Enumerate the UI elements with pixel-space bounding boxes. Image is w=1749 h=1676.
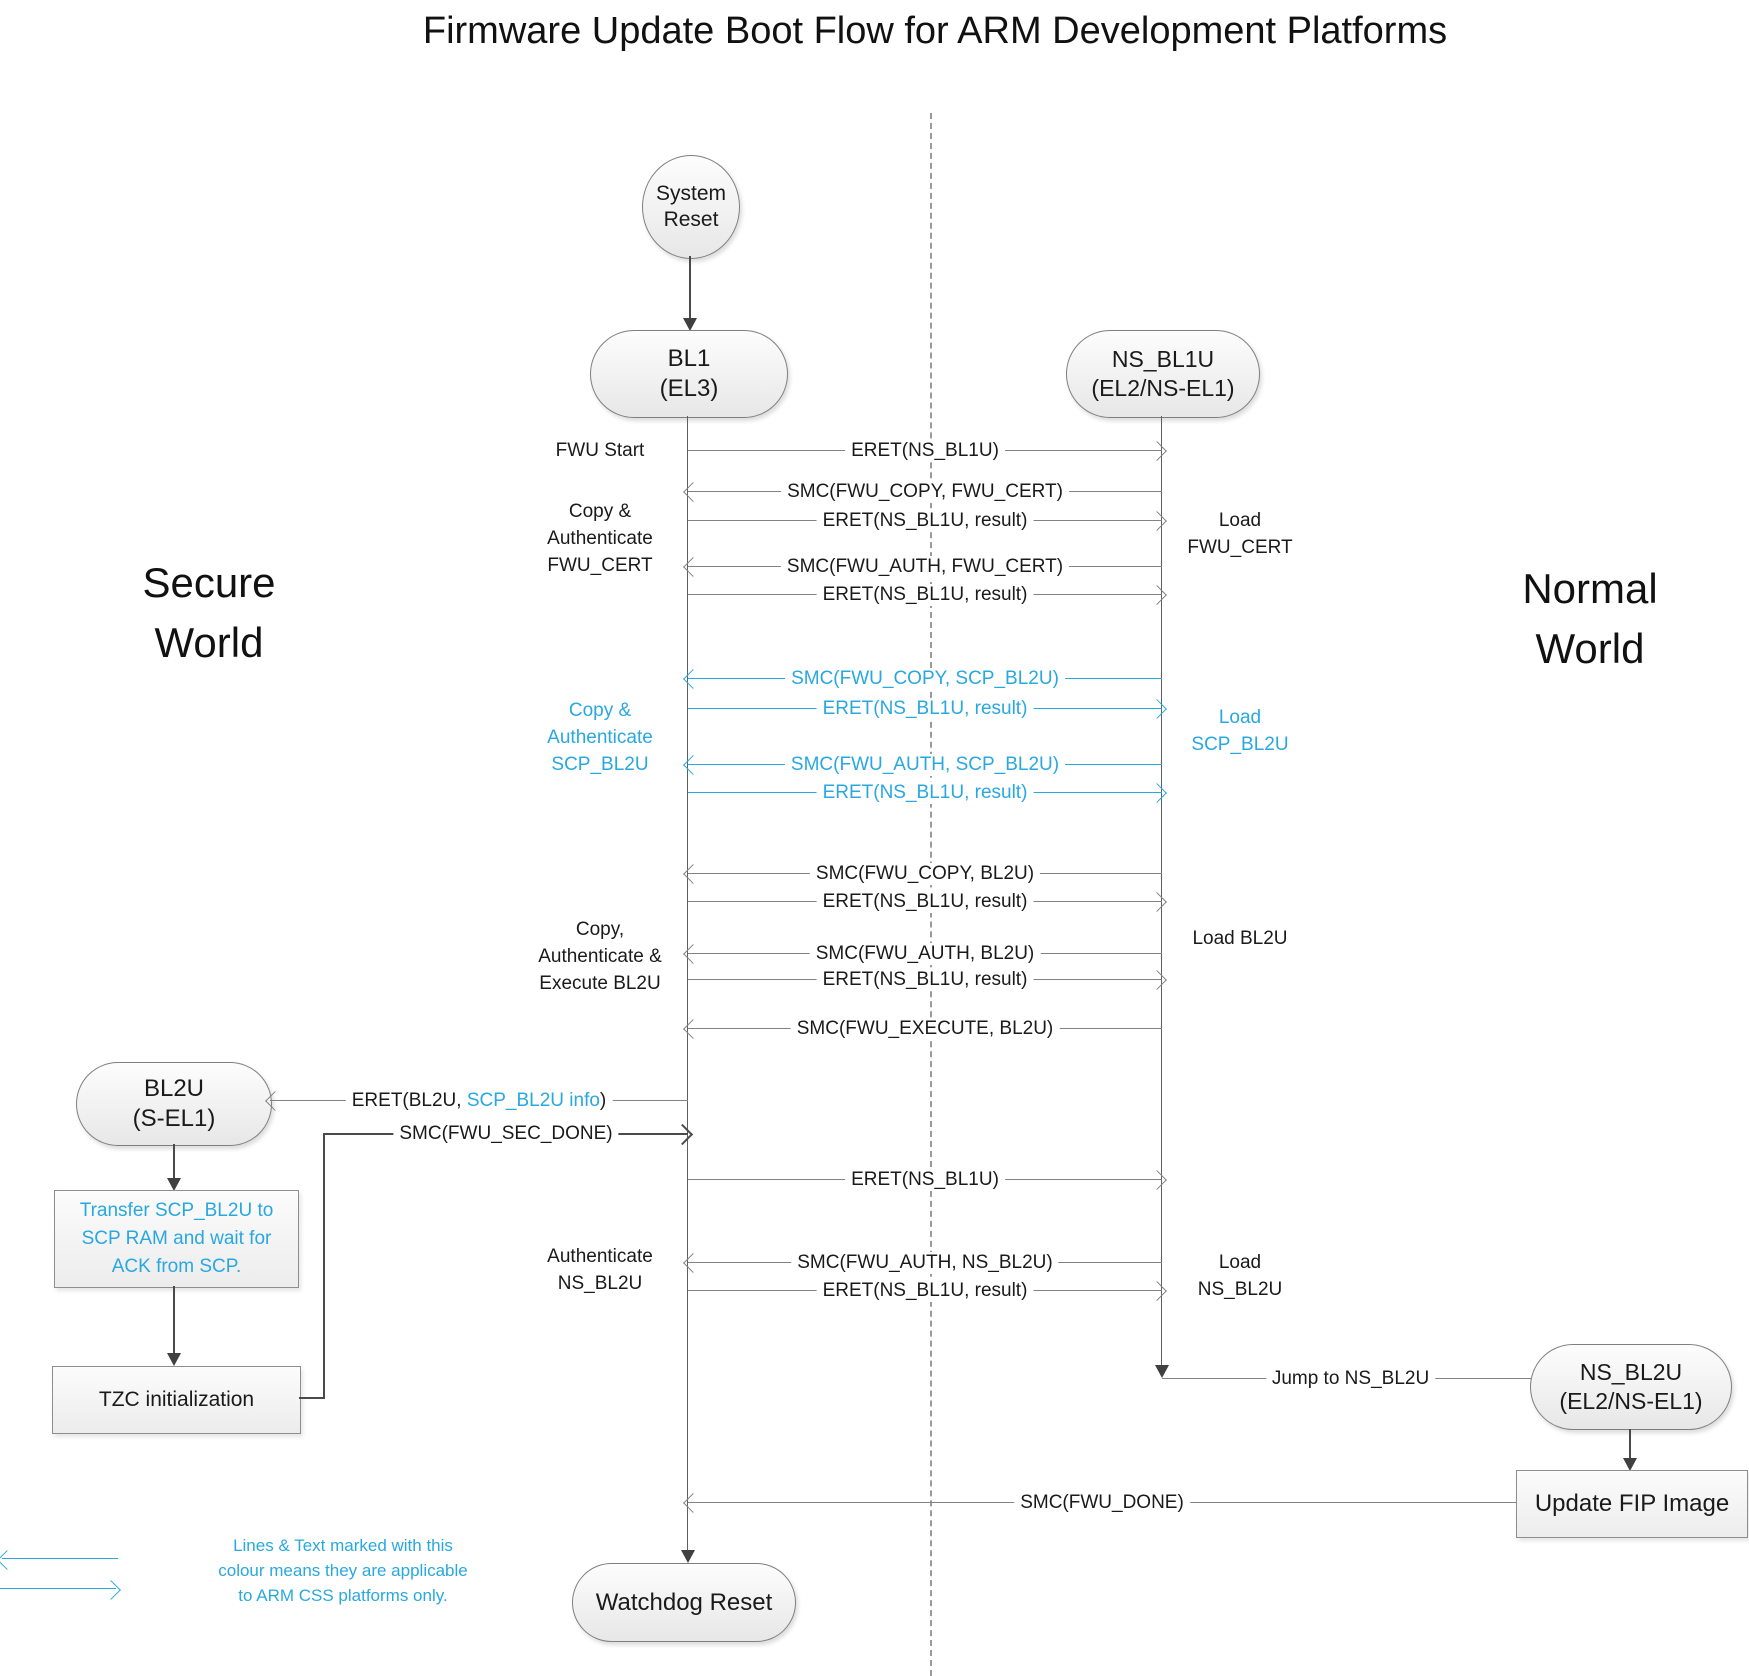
arrowhead-right-icon xyxy=(1147,892,1167,912)
secure-world-label: Secure World xyxy=(142,559,276,666)
node-bl1: BL1 (EL3) xyxy=(590,330,788,418)
lifeline-bl1 xyxy=(687,416,688,1551)
arrowhead-down xyxy=(1623,1458,1637,1471)
arrowhead-right-icon xyxy=(1147,970,1167,990)
label-load-bl2u: Load BL2U xyxy=(1192,928,1288,949)
node-watchdog-reset: Watchdog Reset xyxy=(572,1563,796,1642)
node-update-fip-image: Update FIP Image xyxy=(1516,1470,1748,1538)
legend-arrow-left xyxy=(0,1550,118,1570)
label-load-ns-bl2u: Load NS_BL2U xyxy=(1197,1252,1283,1300)
tzc-elbow-horizontal xyxy=(299,1397,325,1399)
arrowhead-right-icon xyxy=(1147,441,1167,461)
label-fwu-start: FWU Start xyxy=(555,440,645,461)
node-bl2u: BL2U (S-EL1) xyxy=(76,1062,272,1146)
tzc-elbow-vertical xyxy=(323,1133,325,1399)
arrowhead-right-icon xyxy=(101,1580,121,1600)
arrowhead-down xyxy=(683,318,697,331)
arrowhead-down xyxy=(167,1353,181,1366)
system-reset-connector xyxy=(689,256,691,319)
bl2u-to-transfer-connector xyxy=(173,1144,175,1179)
label-load-fwu-cert: Load FWU_CERT xyxy=(1187,510,1293,558)
page-title: Firmware Update Boot Flow for ARM Develo… xyxy=(422,10,1448,52)
lifeline-ns-bl1u xyxy=(1161,416,1162,1366)
arrowhead-right-icon xyxy=(1147,585,1167,605)
node-transfer-scp-bl2u: Transfer SCP_BL2U to SCP RAM and wait fo… xyxy=(54,1190,299,1288)
arrowhead-down xyxy=(167,1178,181,1191)
node-ns-bl2u: NS_BL2U (EL2/NS-EL1) xyxy=(1530,1344,1732,1430)
node-system-reset: System Reset xyxy=(642,155,740,259)
node-tzc-initialization: TZC initialization xyxy=(52,1366,301,1434)
arrowhead-right-icon xyxy=(1147,511,1167,531)
label-copy-auth-scp-bl2u: Copy & Authenticate SCP_BL2U xyxy=(547,700,653,775)
label-copy-auth-fwu-cert: Copy & Authenticate FWU_CERT xyxy=(547,501,653,576)
node-ns-bl1u: NS_BL1U (EL2/NS-EL1) xyxy=(1066,330,1260,418)
arrowhead-right-icon xyxy=(1147,1281,1167,1301)
ns-bl2u-to-fip-connector xyxy=(1629,1429,1631,1459)
arrowhead-right-icon xyxy=(1147,1170,1167,1190)
arrowhead-left-icon xyxy=(0,1550,17,1570)
arrowhead-down xyxy=(681,1550,695,1563)
transfer-to-tzc-connector xyxy=(173,1286,175,1354)
arrowhead-down xyxy=(1155,1365,1169,1378)
normal-world-label: Normal World xyxy=(1522,565,1658,672)
label-authenticate-ns-bl2u: Authenticate NS_BL2U xyxy=(547,1246,653,1294)
label-copy-auth-exec-bl2u: Copy, Authenticate & Execute BL2U xyxy=(538,919,662,994)
label-load-scp-bl2u: Load SCP_BL2U xyxy=(1191,707,1289,755)
legend-arrow-right xyxy=(0,1580,121,1600)
arrowhead-right-icon xyxy=(1147,699,1167,719)
arrowhead-right-icon xyxy=(1147,783,1167,803)
arrowhead-right-icon xyxy=(671,1123,694,1146)
legend-text: Lines & Text marked with this colour mea… xyxy=(218,1536,468,1605)
